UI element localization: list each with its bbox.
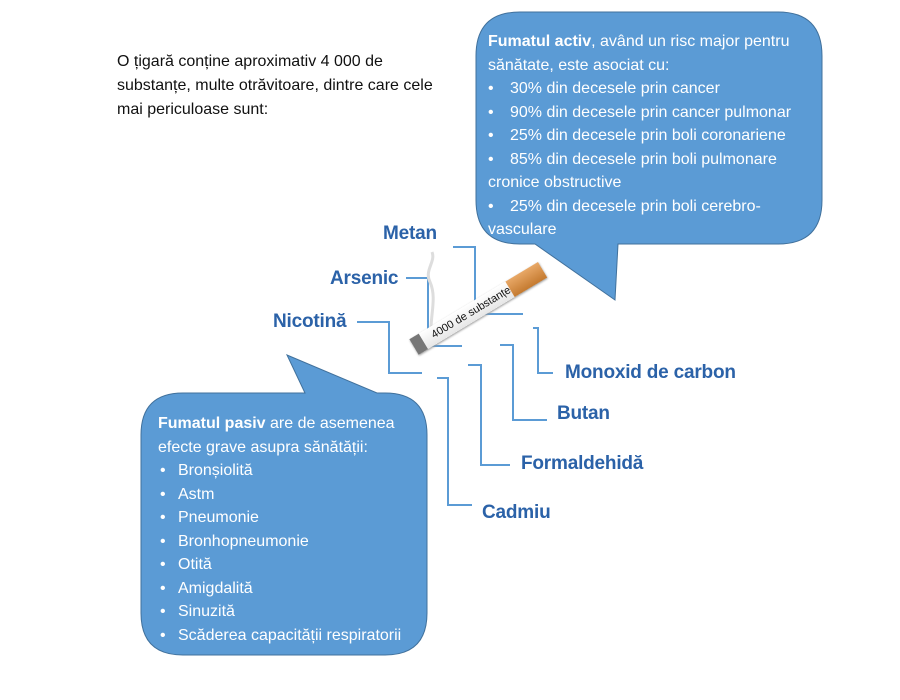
label-formaldehida: Formaldehidă — [521, 453, 644, 474]
intro-text: O țigară conține aproximativ 4 000 de su… — [117, 53, 433, 118]
passive-list: Bronșiolită Astm Pneumonie Bronhopneumon… — [158, 459, 428, 647]
label-butan: Butan — [557, 403, 610, 424]
connector-lines — [357, 246, 553, 506]
connector-formaldehida — [468, 364, 510, 466]
label-metan: Metan — [383, 223, 437, 244]
list-item: Bronhopneumonie — [158, 530, 428, 554]
active-list: •30% din decesele prin cancer •90% din d… — [488, 77, 818, 242]
active-title: Fumatul activ — [488, 33, 592, 50]
list-item: •25% din decesele prin boli coronariene — [488, 127, 786, 144]
active-smoking-text: Fumatul activ, având un risc major pentr… — [488, 30, 818, 242]
smoke-icon — [426, 251, 435, 341]
connector-butan — [500, 344, 547, 421]
label-nicotina: Nicotină — [273, 311, 347, 332]
list-item: Sinuzită — [158, 600, 428, 624]
connector-arsenic — [406, 277, 462, 347]
list-item: Scăderea capacității respiratorii — [158, 624, 428, 648]
active-lead: , având un risc major pentru sănătate, e… — [488, 33, 790, 74]
list-item: •85% din decesele prin boli pulmonare cr… — [488, 150, 777, 192]
list-item: Amigdalită — [158, 577, 428, 601]
connector-metan — [453, 246, 523, 315]
label-arsenic: Arsenic — [330, 268, 399, 289]
passive-lead: are de asemenea efecte grave asupra sănă… — [158, 415, 395, 456]
connector-nicotina — [357, 321, 422, 374]
connector-cadmiu — [437, 377, 472, 506]
label-monoxid-de-carbon: Monoxid de carbon — [565, 362, 736, 383]
connector-monoxid — [533, 327, 553, 374]
active-smoking-bubble — [475, 11, 823, 301]
list-item: Astm — [158, 483, 428, 507]
list-item: Bronșiolită — [158, 459, 428, 483]
passive-title: Fumatul pasiv — [158, 415, 266, 432]
list-item: •25% din decesele prin boli cerebro-vasc… — [488, 197, 761, 239]
list-item: Pneumonie — [158, 506, 428, 530]
passive-smoking-text: Fumatul pasiv are de asemenea efecte gra… — [158, 412, 428, 647]
label-cadmiu: Cadmiu — [482, 502, 551, 523]
list-item: Otită — [158, 553, 428, 577]
list-item: •30% din decesele prin cancer — [488, 80, 720, 97]
list-item: •90% din decesele prin cancer pulmonar — [488, 103, 792, 121]
